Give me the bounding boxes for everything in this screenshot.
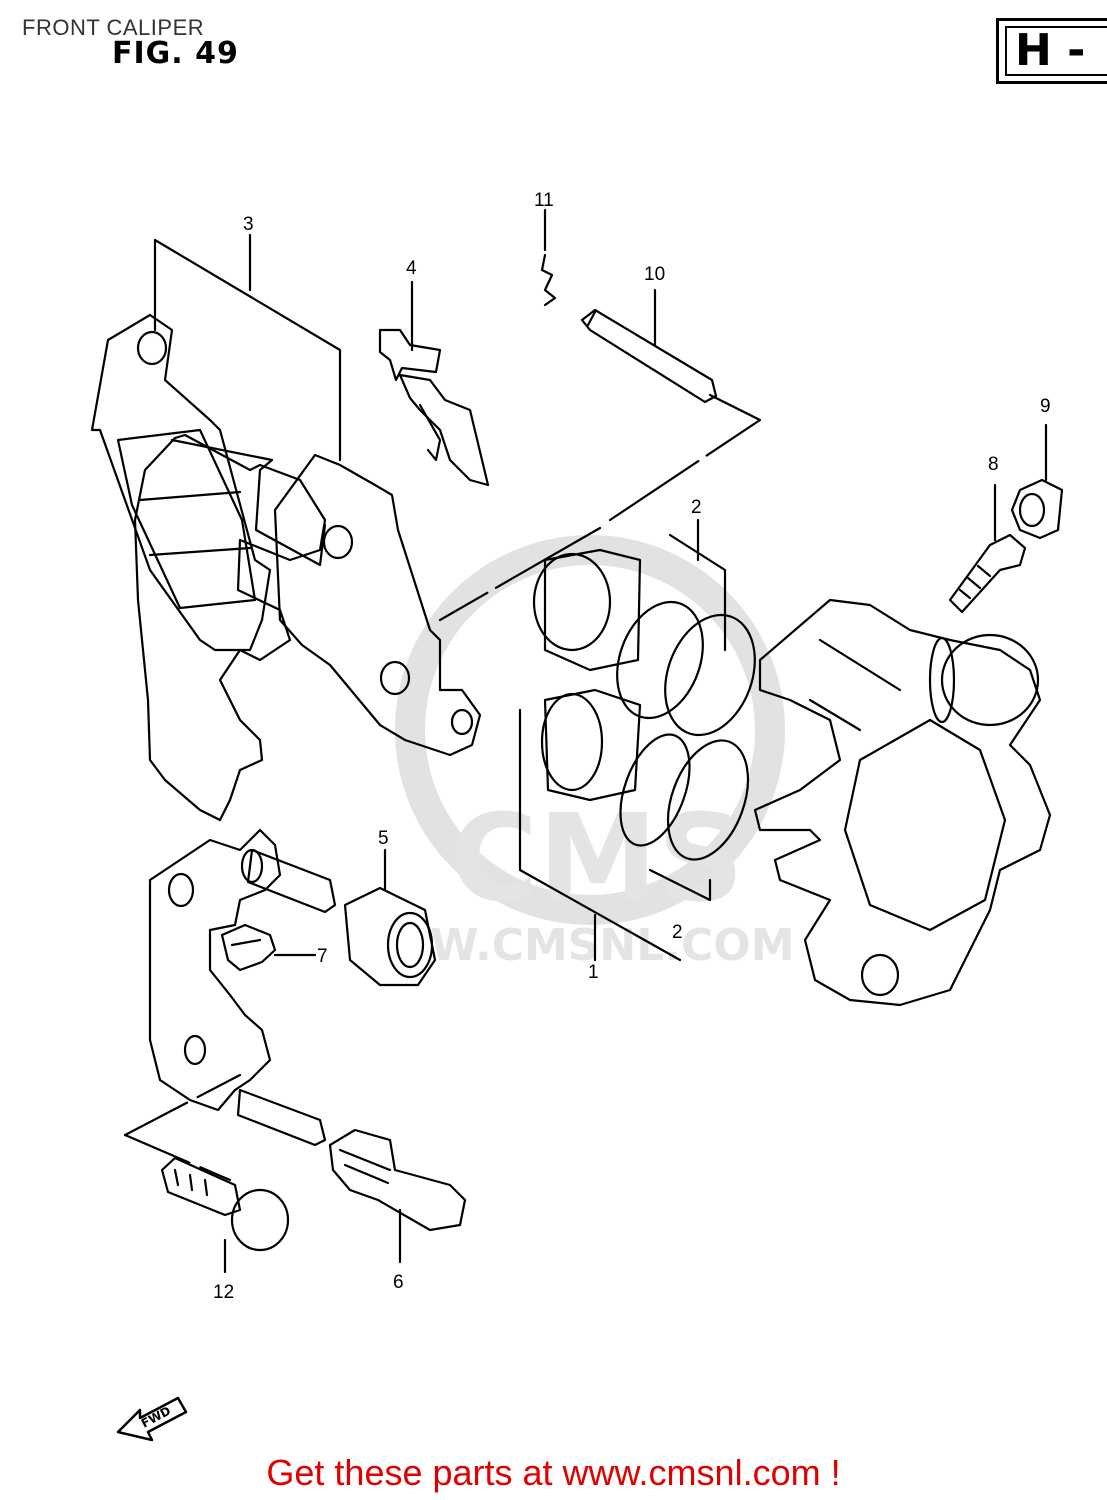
figure-label: FIG. 49 (112, 36, 239, 71)
callout-12: 12 (213, 1282, 234, 1303)
caliper-body (753, 598, 1052, 1007)
pad-spring (378, 328, 490, 487)
callout-9: 9 (1040, 396, 1051, 417)
bleeder-cap (1010, 478, 1064, 540)
leader-1-2 (518, 533, 727, 962)
bleeder-valve (948, 533, 1027, 614)
callout-4: 4 (406, 258, 417, 279)
callout-8: 8 (988, 454, 999, 475)
pistons-and-seals (532, 548, 756, 861)
group-code-inner-frame (1005, 26, 1107, 76)
group-code: H - (1015, 25, 1086, 76)
callout-1: 1 (588, 962, 599, 983)
leader-12-dashed (123, 1073, 242, 1182)
footer-link-text[interactable]: Get these parts at www.cmsnl.com ! (266, 1452, 841, 1493)
pin-boot (343, 886, 437, 987)
callout-5: 5 (378, 828, 389, 849)
callout-11: 11 (534, 190, 554, 211)
callout-6: 6 (393, 1272, 404, 1293)
callout-2-upper: 2 (691, 497, 702, 518)
forward-arrow-icon: FWD (116, 1396, 188, 1442)
group-code-box: H - (996, 18, 1107, 84)
brake-pad-inner (273, 453, 482, 757)
caliper-bracket (133, 433, 327, 1066)
callout-labels: 1 2 2 3 4 5 6 7 8 9 10 11 12 (213, 190, 1051, 1303)
callout-7: 7 (317, 946, 328, 967)
callout-10: 10 (644, 264, 665, 285)
leader-3 (153, 238, 342, 462)
pad-retainer (220, 923, 277, 972)
callout-2-lower: 2 (672, 922, 683, 943)
clip (540, 253, 557, 307)
callout-3: 3 (243, 214, 254, 235)
bracket-pin-upper (240, 848, 337, 914)
slide-pin (328, 1128, 467, 1232)
bracket-pin-lower (236, 1088, 327, 1147)
leader-2b (648, 868, 712, 902)
pad-pin (580, 308, 718, 404)
leader-10-dashed (438, 393, 762, 622)
section-title: FRONT CALIPER (22, 15, 205, 40)
watermark-url: W.CMSNL.COM (430, 920, 794, 971)
mounting-bolt (160, 1156, 290, 1252)
bracket-plate (134, 730, 264, 1218)
watermark: CMS W.CMSNL.COM (395, 535, 794, 971)
bracket-main (148, 438, 327, 1112)
brake-pad-outer (90, 313, 272, 652)
